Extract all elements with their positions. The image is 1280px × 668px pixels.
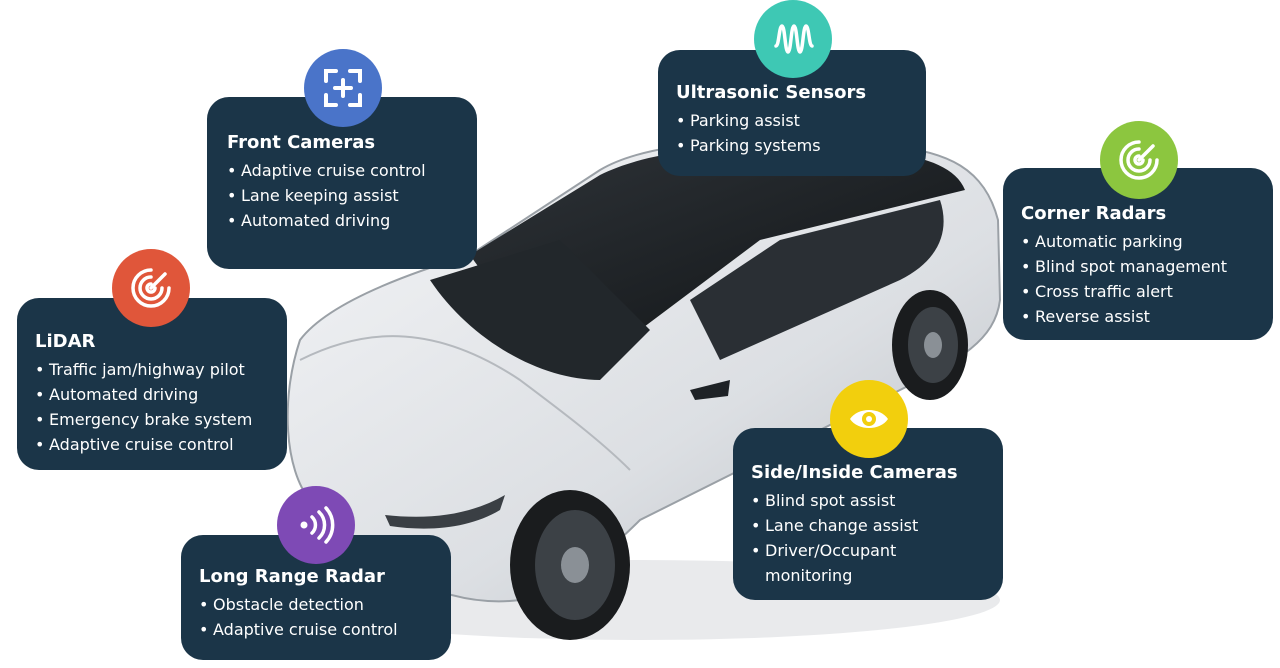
signal-waves-icon xyxy=(300,506,335,544)
lidar-list: Traffic jam/highway pilot Automated driv… xyxy=(35,357,269,457)
list-item: Adaptive cruise control xyxy=(199,617,433,642)
list-item: Parking assist xyxy=(676,108,908,133)
car-side-mirror xyxy=(690,380,730,400)
eye-icon xyxy=(850,410,888,428)
list-item: Emergency brake system xyxy=(35,407,269,432)
front-cameras-list: Adaptive cruise control Lane keeping ass… xyxy=(227,158,459,233)
side-inside-cameras-title: Side/Inside Cameras xyxy=(751,462,958,483)
corner-radars-badge xyxy=(1100,121,1178,199)
car-headlight xyxy=(385,495,505,529)
list-item: Driver/Occupant monitoring xyxy=(751,538,985,588)
long-range-radar-list: Obstacle detection Adaptive cruise contr… xyxy=(199,592,433,642)
list-item: Blind spot management xyxy=(1021,254,1255,279)
list-item: Cross traffic alert xyxy=(1021,279,1255,304)
radar-icon xyxy=(1119,140,1159,180)
side-inside-cameras-list: Blind spot assist Lane change assist Dri… xyxy=(751,488,985,588)
list-item: Parking systems xyxy=(676,133,908,158)
camera-frame-plus-icon xyxy=(324,69,362,107)
long-range-radar-title: Long Range Radar xyxy=(199,566,385,587)
car-windshield xyxy=(430,240,650,380)
corner-radars-title: Corner Radars xyxy=(1021,203,1167,224)
list-item: Traffic jam/highway pilot xyxy=(35,357,269,382)
ultrasonic-sensors-list: Parking assist Parking systems xyxy=(676,108,908,158)
list-item: Adaptive cruise control xyxy=(227,158,459,183)
car-front-wheel xyxy=(510,490,630,640)
lidar-badge xyxy=(112,249,190,327)
front-cameras-badge xyxy=(304,49,382,127)
list-item: Lane change assist xyxy=(751,513,985,538)
lidar-title: LiDAR xyxy=(35,331,96,352)
car-rear-wheel xyxy=(892,290,968,400)
list-item: Obstacle detection xyxy=(199,592,433,617)
list-item: Automated driving xyxy=(35,382,269,407)
radar-icon xyxy=(131,268,171,308)
list-item: Automated driving xyxy=(227,208,459,233)
list-item: Automatic parking xyxy=(1021,229,1255,254)
car-side-window xyxy=(690,200,944,360)
car-hood-line xyxy=(299,335,631,471)
waveform-icon xyxy=(774,24,814,54)
list-item: Blind spot assist xyxy=(751,488,985,513)
side-inside-cameras-badge xyxy=(830,380,908,458)
ultrasonic-sensors-badge xyxy=(754,0,832,78)
list-item: Adaptive cruise control xyxy=(35,432,269,457)
long-range-radar-badge xyxy=(277,486,355,564)
front-cameras-title: Front Cameras xyxy=(227,132,376,153)
list-item: Lane keeping assist xyxy=(227,183,459,208)
corner-radars-list: Automatic parking Blind spot management … xyxy=(1021,229,1255,329)
list-item: Reverse assist xyxy=(1021,304,1255,329)
ultrasonic-sensors-title: Ultrasonic Sensors xyxy=(676,82,867,103)
